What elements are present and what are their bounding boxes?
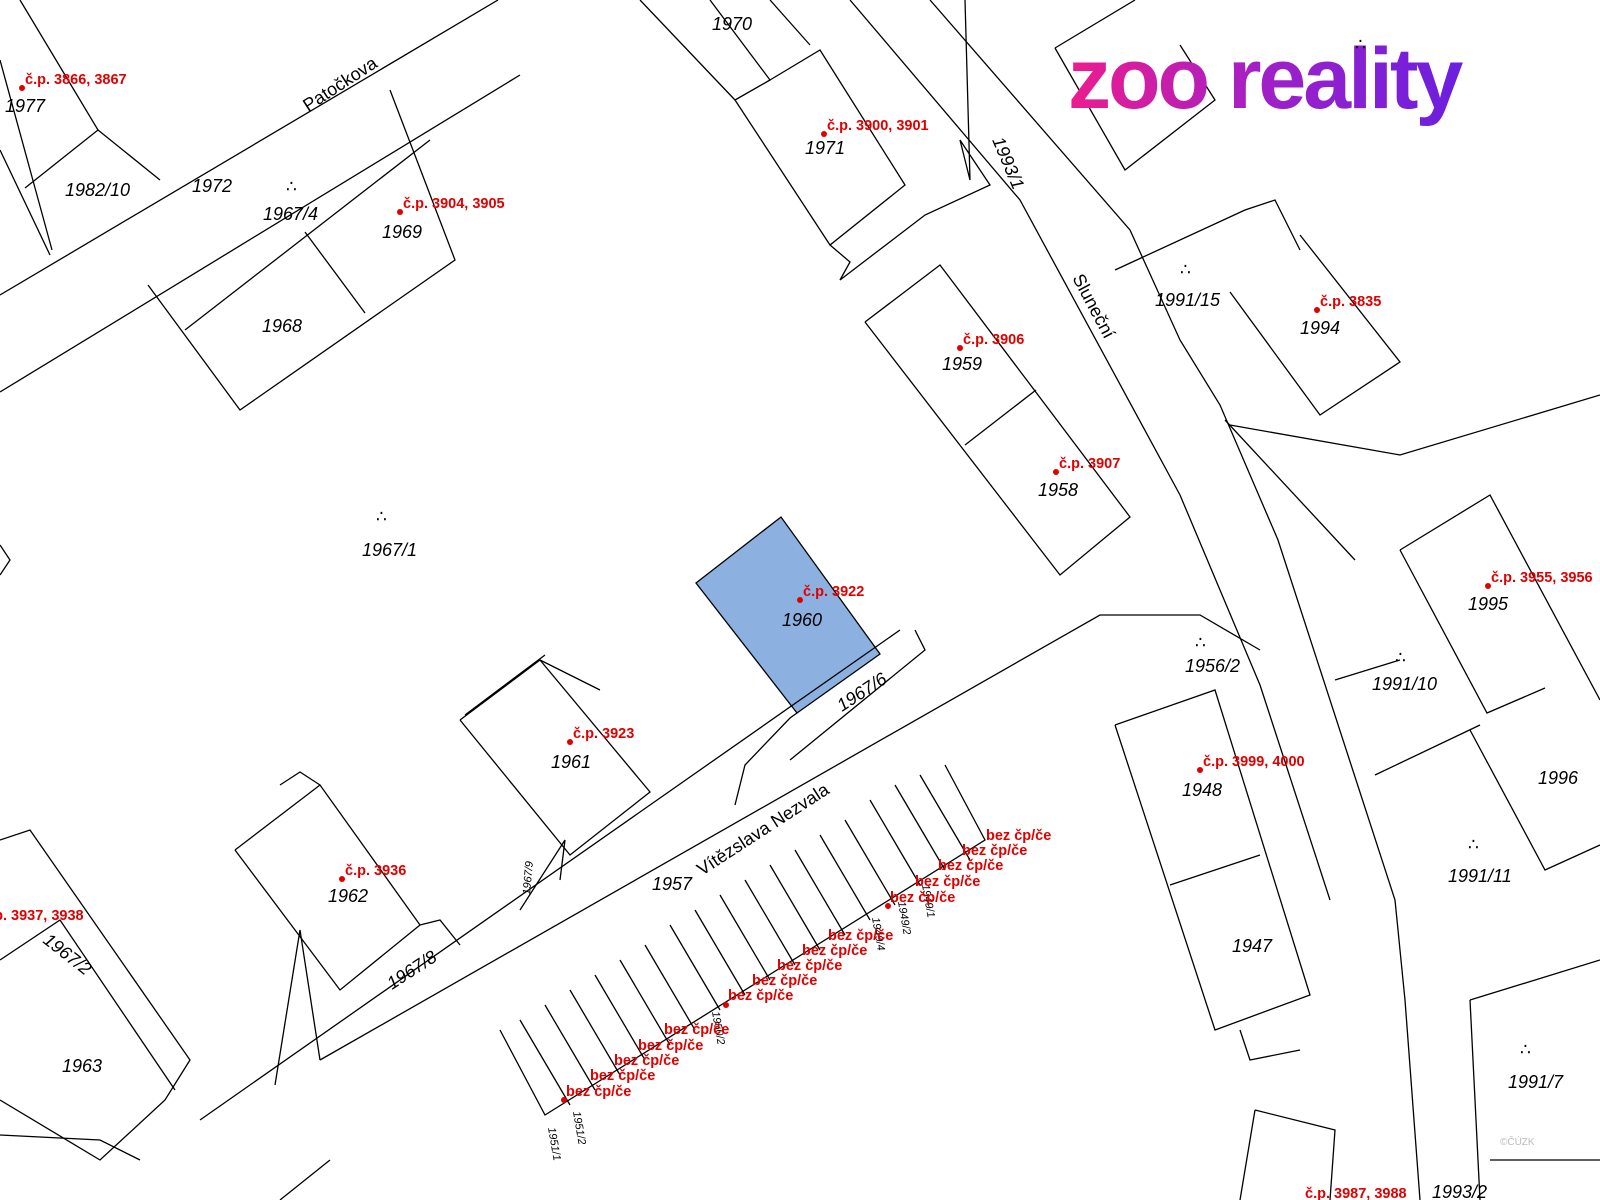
parcel-number: 1951/2 xyxy=(570,1110,588,1145)
parcel-number: 1967/8 xyxy=(383,947,440,994)
parcel-number: 1991/7 xyxy=(1508,1072,1564,1092)
copyright-label: ©ČÚZK xyxy=(1500,1135,1535,1148)
garden-symbol: ∴ xyxy=(1395,648,1406,668)
address-label: č.p. 3922 xyxy=(803,584,864,600)
address-dot xyxy=(797,597,803,603)
address-label: č.p. 3835 xyxy=(1320,294,1381,310)
address-dot xyxy=(561,1097,567,1103)
address-label: č.p. 3937, 3938 xyxy=(0,908,84,924)
parcel-number: 1996 xyxy=(1538,768,1579,788)
address-dot xyxy=(1197,767,1203,773)
address-label: bez čp/če xyxy=(638,1038,703,1054)
parcel-number: 1956/2 xyxy=(1185,656,1240,676)
parcel-number: 1947 xyxy=(1232,936,1273,956)
address-label: bez čp/če xyxy=(938,858,1003,874)
garden-symbol: ∴ xyxy=(1195,633,1206,653)
street-label: Patočkova xyxy=(299,52,381,115)
garden-symbol: ∴ xyxy=(1520,1040,1531,1060)
parcel-number: 1967/2 xyxy=(40,929,96,979)
address-label: bez čp/če xyxy=(566,1084,631,1100)
address-label: č.p. 3904, 3905 xyxy=(403,196,505,212)
parcel-numbers: 1977 1982/10 1972 1967/4 1969 1968 1970 … xyxy=(5,14,1579,1200)
parcel-number: 1991/11 xyxy=(1448,866,1512,886)
garden-symbol: ∴ xyxy=(286,177,297,197)
parcel-number: 1977 xyxy=(5,96,46,116)
address-label: č.p. 3955, 3956 xyxy=(1491,570,1593,586)
address-markers: č.p. 3866, 3867 č.p. 3900, 3901 č.p. 390… xyxy=(0,72,1593,1200)
parcel-number: 1951/1 xyxy=(545,1126,563,1161)
parcel-number: 1957 xyxy=(652,874,693,894)
zoo-reality-logo: zoo reality xyxy=(1068,31,1464,127)
parcel-number: 1971 xyxy=(805,138,845,158)
address-dot xyxy=(397,209,403,215)
parcel-number: 1993/1 xyxy=(988,134,1028,192)
garden-symbol: ∴ xyxy=(1468,835,1479,855)
parcel-number: 1949/1 xyxy=(919,883,937,918)
address-label: bez čp/če xyxy=(962,843,1027,859)
address-dot xyxy=(821,131,827,137)
street-label: Sluneční xyxy=(1068,270,1119,341)
parcel-number: 1968 xyxy=(262,316,302,336)
address-dot xyxy=(339,876,345,882)
address-label: bez čp/če xyxy=(890,890,955,906)
address-label: bez čp/če xyxy=(828,928,893,944)
address-dot xyxy=(957,345,963,351)
parcel-number: 1959 xyxy=(942,354,982,374)
garden-symbol: ∴ xyxy=(1180,260,1191,280)
parcel-number: 1967/4 xyxy=(263,204,318,224)
parcel-number: 1995 xyxy=(1468,594,1509,614)
address-dot xyxy=(885,903,891,909)
parcel-number: 1970 xyxy=(712,14,752,34)
address-label: bez čp/če xyxy=(590,1068,655,1084)
address-label: č.p. 3923 xyxy=(573,726,634,742)
address-label: č.p. 3907 xyxy=(1059,456,1120,472)
parcel-number: 1962 xyxy=(328,886,368,906)
parcel-number: 1991/15 xyxy=(1155,290,1221,310)
address-label: č.p. 3999, 4000 xyxy=(1203,754,1305,770)
address-label: č.p. 3987, 3988 xyxy=(1305,1186,1407,1200)
address-label: bez čp/če xyxy=(777,958,842,974)
address-dot xyxy=(723,1002,729,1008)
street-names: Patočkova Sluneční Vítězslava Nezvala xyxy=(299,52,1119,879)
highlighted-parcel-1960[interactable] xyxy=(695,516,881,714)
address-label: bez čp/če xyxy=(664,1022,729,1038)
address-label: č.p. 3936 xyxy=(345,863,406,879)
address-label: č.p. 3866, 3867 xyxy=(25,72,127,88)
garden-symbol: ∴ xyxy=(376,507,387,527)
street-label: Vítězslava Nezvala xyxy=(693,779,833,880)
parcel-number: 1967/9 xyxy=(521,861,536,896)
garden-symbols: ∴ ∴ ∴ ∴ ∴ ∴ ∴ ∴ xyxy=(286,35,1531,1060)
address-label: bez čp/če xyxy=(752,973,817,989)
address-label: bez čp/če xyxy=(802,943,867,959)
address-dot xyxy=(567,739,573,745)
parcel-number: 1949/2 xyxy=(895,900,913,935)
address-label: č.p. 3906 xyxy=(963,332,1024,348)
parcel-number: 1958 xyxy=(1038,480,1078,500)
parcel-number: 1963 xyxy=(62,1056,102,1076)
address-dot xyxy=(19,85,25,91)
address-dot xyxy=(1485,583,1491,589)
parcel-number: 1982/10 xyxy=(65,180,130,200)
parcel-number: 1950/2 xyxy=(709,1010,727,1045)
address-label: bez čp/če xyxy=(986,828,1051,844)
address-label: bez čp/če xyxy=(728,988,793,1004)
parcel-number: 1948 xyxy=(1182,780,1222,800)
address-label: bez čp/če xyxy=(915,874,980,890)
address-label: bez čp/če xyxy=(614,1053,679,1069)
parcel-number: 1960 xyxy=(782,610,822,630)
address-label: č.p. 3900, 3901 xyxy=(827,118,929,134)
garden-symbol: ∴ xyxy=(1355,35,1366,55)
parcel-number: 1994 xyxy=(1300,318,1340,338)
address-dot xyxy=(1314,307,1320,313)
address-dot xyxy=(1053,469,1059,475)
parcel-number: 1961 xyxy=(551,752,591,772)
parcel-number: 1949/4 xyxy=(869,916,887,951)
parcel-number: 1972 xyxy=(192,176,232,196)
parcel-number: 1969 xyxy=(382,222,422,242)
parcel-number: 1967/1 xyxy=(362,540,417,560)
parcel-number: 1993/2 xyxy=(1432,1182,1487,1200)
parcel-number: 1991/10 xyxy=(1372,674,1437,694)
